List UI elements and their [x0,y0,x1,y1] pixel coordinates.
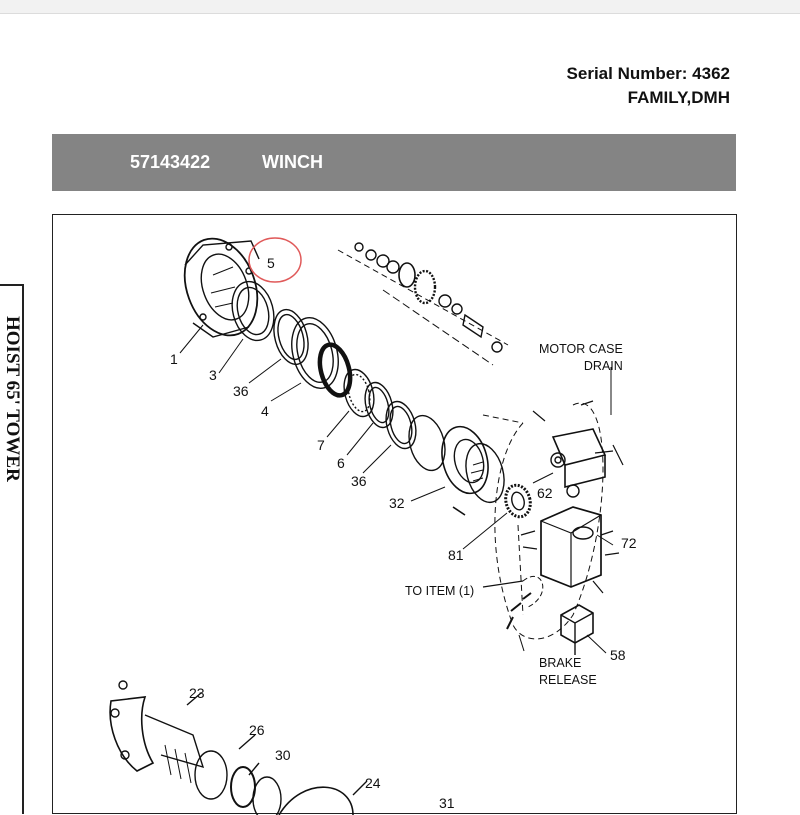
callout-72: 72 [621,535,637,551]
callout-5: 5 [267,255,275,271]
callout-3: 3 [209,367,217,383]
highlight-circle [248,237,302,283]
exploded-parts-diagram: 1 3 36 4 5 7 6 36 32 62 72 81 58 23 26 3… [52,214,737,815]
valve-part [532,400,624,498]
callout-30: 30 [275,747,291,763]
shaft-parts-row [337,242,509,366]
motor-case-drain-label: MOTOR CASE DRAIN [539,342,623,373]
callout-7: 7 [317,437,325,453]
browser-top-strip [0,0,800,14]
callout-1: 1 [170,351,178,367]
serial-number-text: Serial Number: 4362 [566,64,730,83]
serial-info: Serial Number: 4362 FAMILY,DMH [567,62,730,110]
section-banner: 57143422 WINCH [52,134,736,191]
hose-fittings [482,575,544,630]
callout-26: 26 [249,722,265,738]
callout-32: 32 [389,495,405,511]
side-tab-label: HOIST 65' TOWER [2,316,23,482]
carrier-part [441,425,505,516]
callout-58: 58 [610,647,626,663]
callout-6: 6 [337,455,345,471]
motor-boundary [494,402,604,640]
housing-part [183,237,260,338]
callout-24: 24 [365,775,381,791]
diagram-drawing [109,237,624,815]
side-tab: HOIST 65' TOWER [0,284,24,814]
callout-62: 62 [537,485,553,501]
disc-stack-front [231,280,353,398]
part-number: 57143422 [130,152,211,172]
output-shaft-part [109,680,368,815]
to-item-label: TO ITEM (1) [405,584,475,598]
model-family-text: FAMILY,DMH [627,88,730,107]
callout-36-a: 36 [233,383,249,399]
leader-lines [179,324,614,654]
callout-81: 81 [448,547,464,563]
motor-part [520,506,620,594]
brake-release-label: BRAKE RELEASE [539,656,597,687]
section-title: WINCH [262,152,323,172]
dashed-path [482,414,524,616]
callout-23: 23 [189,685,205,701]
callout-4: 4 [261,403,269,419]
callout-36-b: 36 [351,473,367,489]
gear-part [504,483,532,519]
disc-stack-rear [343,368,446,472]
callout-31: 31 [439,795,455,811]
brake-valve-block [560,604,594,655]
